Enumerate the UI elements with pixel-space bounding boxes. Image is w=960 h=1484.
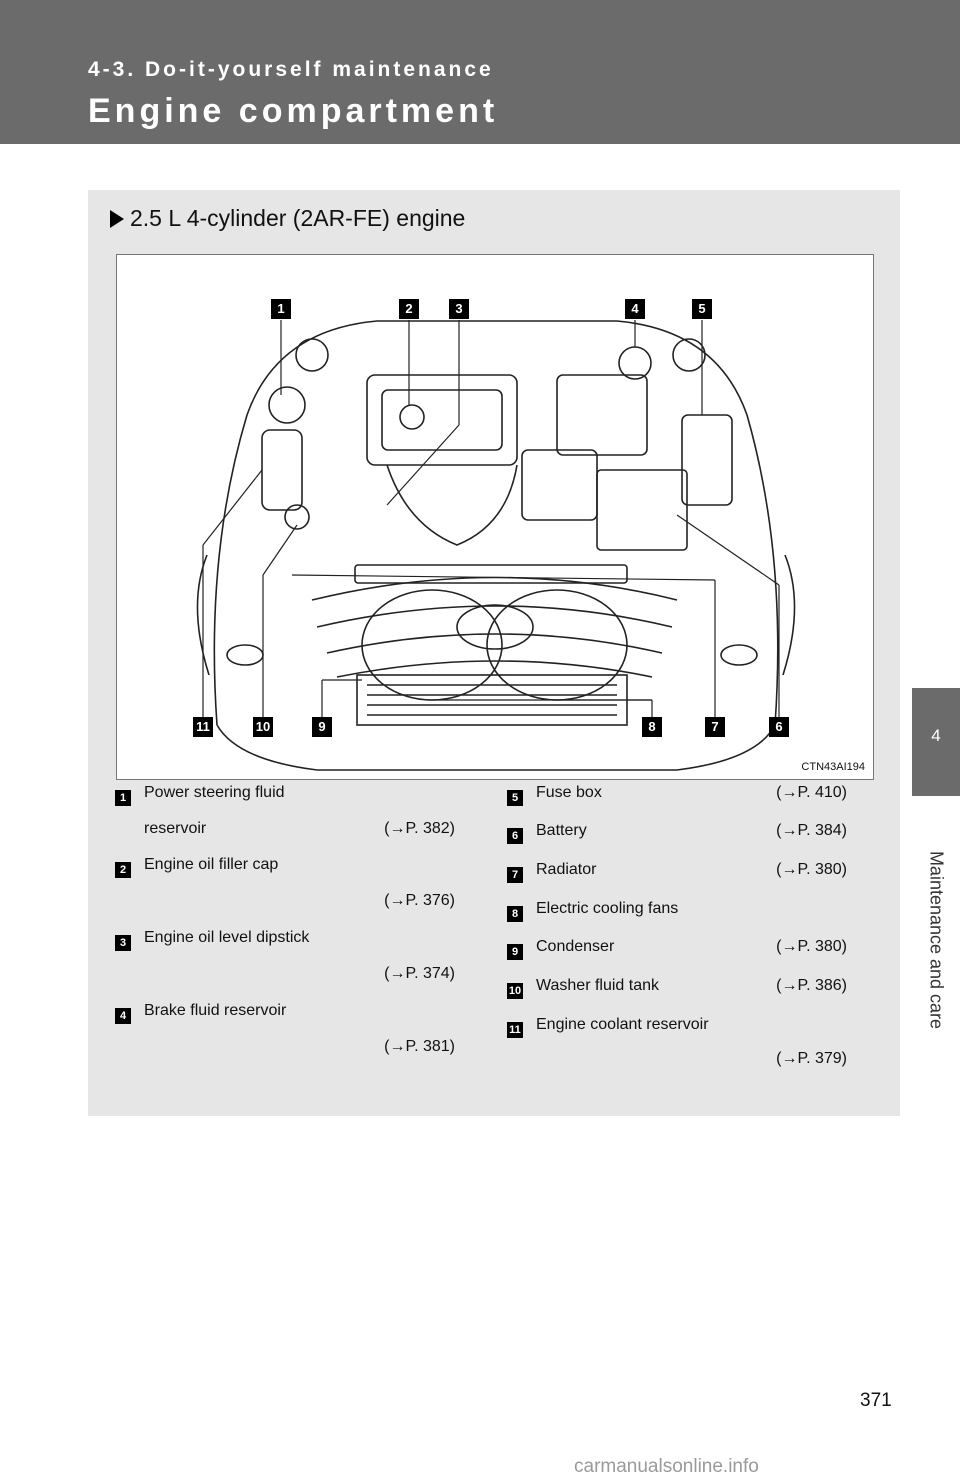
callout-4: 4 [625,299,645,319]
callout-11: 11 [193,717,213,737]
chapter-number: 4 [931,726,941,745]
legend-number: 6 [507,828,523,844]
legend-item-2: 2 Engine oil filler cap (→P. 376) [115,856,455,926]
legend-label: Brake fluid reservoir [144,1002,287,1019]
section-label: 4-3. Do-it-yourself maintenance [88,58,494,81]
legend-number: 7 [507,867,523,883]
figure-code: CTN43AI194 [801,761,865,773]
chapter-title: Maintenance and care [926,850,947,1030]
header-bar [0,0,960,144]
legend-label-cont: reservoir [144,820,207,837]
legend-label: Engine coolant reservoir [536,1016,709,1033]
triangle-bullet-icon [110,209,124,228]
subheading: 2.5 L 4-cylinder (2AR-FE) engine [110,205,465,232]
legend-item-3: 3 Engine oil level dipstick (→P. 374) [115,929,455,999]
legend-ref: (→P. 410) [776,784,847,801]
legend-item-6: 6 Battery (→P. 384) [507,822,847,852]
engine-drawing [196,320,796,771]
legend-label: Fuse box [536,784,602,801]
legend-ref: (→P. 374) [384,965,455,982]
legend-number: 10 [507,983,523,999]
engine-illustration: 1 2 3 4 5 6 7 8 9 10 11 CTN43AI194 [116,254,874,780]
subheading-text: 2.5 L 4-cylinder (2AR-FE) engine [130,205,466,231]
legend-ref: (→P. 380) [776,938,847,955]
legend-item-1: 1 Power steering fluid reservoir (→P. 38… [115,784,455,854]
legend-label: Engine oil filler cap [144,856,279,873]
legend-item-10: 10 Washer fluid tank (→P. 386) [507,977,847,1007]
legend-label: Electric cooling fans [536,900,679,917]
legend-label: Radiator [536,861,597,878]
callout-2: 2 [399,299,419,319]
legend-ref: (→P. 379) [776,1050,847,1067]
legend-label: Condenser [536,938,615,955]
page-number: 371 [860,1390,892,1411]
callout-1: 1 [271,299,291,319]
legend-ref: (→P. 386) [776,977,847,994]
callout-7: 7 [705,717,725,737]
legend-item-5: 5 Fuse box (→P. 410) [507,784,847,814]
watermark: carmanualsonline.info [574,1456,759,1477]
callout-3: 3 [449,299,469,319]
legend-label: Battery [536,822,587,839]
legend-number: 9 [507,944,523,960]
chapter-tab [912,688,960,796]
legend-item-4: 4 Brake fluid reservoir (→P. 381) [115,1002,455,1072]
legend-label: Washer fluid tank [536,977,660,994]
callout-5: 5 [692,299,712,319]
page-title: Engine compartment [88,92,499,130]
legend-ref: (→P. 382) [384,820,455,837]
legend-item-8: 8 Electric cooling fans [507,900,847,930]
legend-ref: (→P. 381) [384,1038,455,1055]
legend-number: 4 [115,1008,131,1024]
callout-8: 8 [642,717,662,737]
legend-ref: (→P. 380) [776,861,847,878]
legend-item-7: 7 Radiator (→P. 380) [507,861,847,891]
legend-number: 5 [507,790,523,806]
legend-ref: (→P. 376) [384,892,455,909]
legend-ref: (→P. 384) [776,822,847,839]
callout-9: 9 [312,717,332,737]
legend-number: 1 [115,790,131,806]
legend-number: 3 [115,935,131,951]
legend-number: 11 [507,1022,523,1038]
legend-number: 2 [115,862,131,878]
legend-number: 8 [507,906,523,922]
legend-item-11: 11 Engine coolant reservoir (→P. 379) [507,1016,847,1086]
legend-label: Power steering fluid [144,784,285,801]
legend-item-9: 9 Condenser (→P. 380) [507,938,847,968]
callout-10: 10 [253,717,273,737]
legend-label: Engine oil level dipstick [144,929,310,946]
callout-6: 6 [769,717,789,737]
